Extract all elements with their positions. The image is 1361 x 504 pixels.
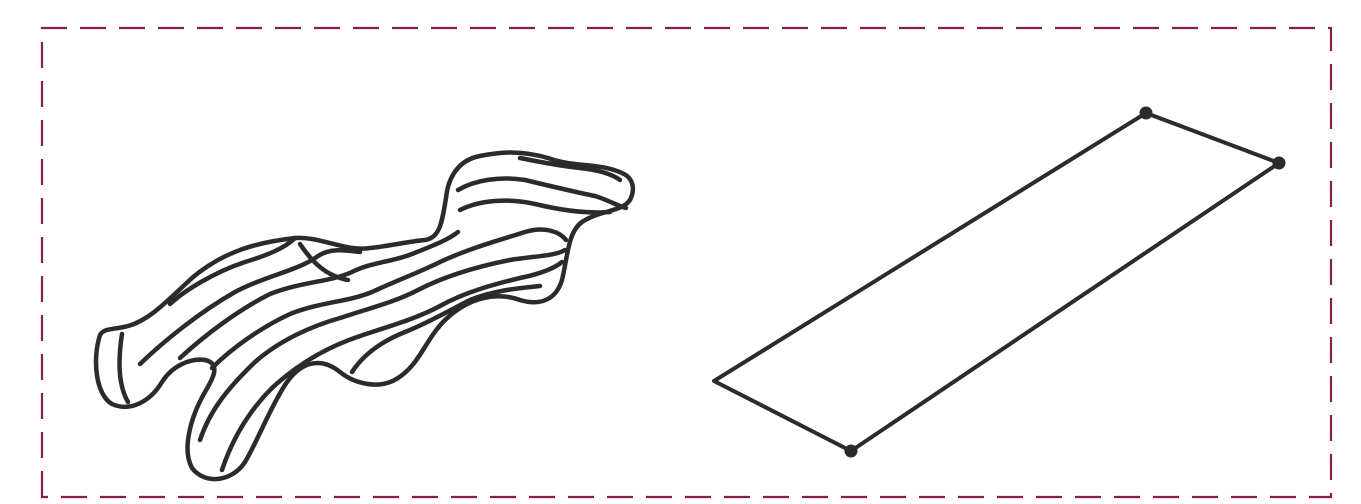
wavy-strip-outline — [93, 150, 636, 482]
corner-dot-top — [1139, 106, 1153, 120]
striation-8 — [349, 283, 543, 375]
striation-6 — [197, 247, 568, 443]
striation-5 — [209, 227, 569, 371]
striation-10 — [457, 198, 613, 215]
wavy-organic-strip — [93, 150, 636, 482]
striation-4 — [177, 229, 461, 361]
striation-11 — [517, 155, 623, 183]
striation-7 — [219, 259, 565, 473]
corner-dot-bottom — [844, 444, 858, 458]
striation-3 — [137, 248, 363, 367]
striation-1 — [117, 331, 131, 405]
striation-12 — [297, 241, 351, 283]
corner-dot-right — [1272, 156, 1286, 170]
flat-rectangular-strip — [712, 106, 1286, 458]
rect-strip-outline — [712, 111, 1281, 453]
dashed-border — [40, 26, 1333, 499]
striation-9 — [455, 176, 629, 211]
striation-2 — [167, 235, 298, 307]
